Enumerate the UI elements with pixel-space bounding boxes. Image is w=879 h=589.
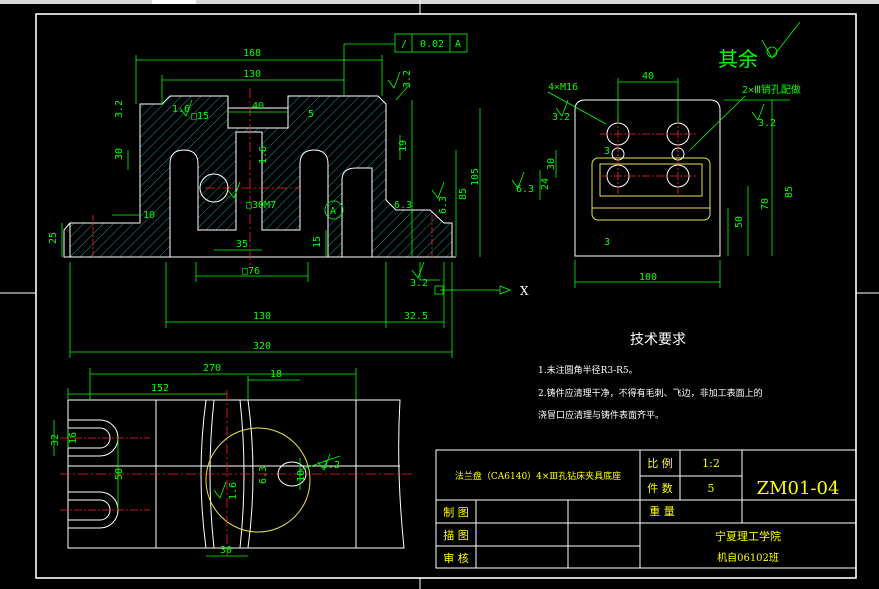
top-hole-circle <box>205 427 311 533</box>
datum-label: A <box>330 206 336 217</box>
title-check-label: 审 核 <box>443 551 469 565</box>
dim-3-2-a: 3.2 <box>114 100 125 118</box>
side-dim-6-3: 6.3 <box>516 184 534 195</box>
dim-30: 30 <box>114 148 125 160</box>
dim-130-bottom: 130 <box>253 311 271 322</box>
dim-19: 19 <box>398 140 409 152</box>
side-dim-3-2-a: 3.2 <box>552 112 570 123</box>
dim-3-2-c: 3.2 <box>410 278 428 289</box>
top-view: 270 152 18 32 16 50 6.3 10 3.2 1.6 30 <box>50 363 412 557</box>
roughness-note: 其余 <box>718 47 758 71</box>
top-dim-152: 152 <box>151 383 169 394</box>
title-block: 法兰盘（CA6140）4×Ⅲ孔钻床夹具底座 比 例 1:2 件 数 5 重 量 … <box>435 449 857 569</box>
side-dim-50: 50 <box>734 216 745 228</box>
top-dim-16: 16 <box>68 432 79 444</box>
dim-32-5: 32.5 <box>404 311 428 322</box>
top-dim-30: 30 <box>220 545 232 556</box>
side-dim-4m16: 4×M16 <box>548 82 578 93</box>
dim-3-2-b: 3.2 <box>402 70 413 88</box>
dim-25: 25 <box>48 232 59 244</box>
dim-1-6-b: 1.6 <box>258 146 269 164</box>
title-class: 机自06102班 <box>717 551 779 564</box>
title-design-label: 描 图 <box>443 528 469 542</box>
toolbar-tab[interactable] <box>152 0 196 4</box>
side-dim-85: 85 <box>784 186 795 198</box>
title-qty-value: 5 <box>708 482 715 495</box>
top-dim-6-3: 6.3 <box>258 466 269 484</box>
dim-15: 15 <box>312 236 323 248</box>
datum-circle <box>324 200 344 220</box>
side-dim-30: 30 <box>546 158 557 170</box>
side-dim-3-2-b: 3.2 <box>758 118 776 129</box>
title-school: 宁夏理工学院 <box>715 529 781 543</box>
technical-requirements: 技术要求 1.未注圆角半径R3-R5。 2.铸件应清理干净，不得有毛刺、飞边，非… <box>538 332 763 421</box>
axis-x-label: X <box>520 284 529 298</box>
title-drawing-name: 法兰盘（CA6140）4×Ⅲ孔钻床夹具底座 <box>455 470 621 482</box>
dim-40: 40 <box>252 101 264 112</box>
tech-req-line-3: 浇冒口应清理与铸件表面齐平。 <box>538 409 664 421</box>
dim-1-6-a: 1.6 <box>172 104 190 115</box>
dim-105: 105 <box>470 168 481 186</box>
dim-6-3: 6.3 <box>394 200 412 211</box>
front-pocket <box>341 167 373 258</box>
tech-req-heading: 技术要求 <box>630 332 686 348</box>
side-note-pin: 2×Ⅲ销孔配做 <box>742 83 801 96</box>
front-slot-left <box>169 131 329 258</box>
dim-5: 5 <box>308 109 314 120</box>
dim-320: 320 <box>253 341 271 352</box>
top-dim-270: 270 <box>203 363 221 374</box>
tolerance-symbol: / <box>401 39 407 50</box>
front-base-flange <box>63 222 71 258</box>
tech-req-line-1: 1.未注圆角半径R3-R5。 <box>538 364 638 376</box>
top-hole-small <box>277 461 307 487</box>
top-outline <box>67 399 405 549</box>
roughness-symbol <box>761 21 801 59</box>
top-dim-18: 18 <box>270 369 282 380</box>
dim-35: 35 <box>236 239 248 250</box>
side-dim-3-a: 3 <box>604 146 610 157</box>
side-dim-3-b: 3 <box>604 237 610 248</box>
title-weight-label: 重 量 <box>649 504 675 518</box>
side-view: 40 4×M16 2×Ⅲ销孔配做 3.2 3.2 30 24 6.3 3 3 5… <box>511 71 801 288</box>
dim-6-3-b: 6.3 <box>438 196 449 214</box>
top-dim-1-6: 1.6 <box>228 482 239 500</box>
dim-168: 168 <box>243 48 261 59</box>
side-outline <box>574 99 721 257</box>
dim-85: 85 <box>458 188 469 200</box>
side-slot-inner <box>599 163 703 197</box>
title-scale-value: 1:2 <box>702 457 720 470</box>
title-drawing-number: ZM01-04 <box>757 478 840 499</box>
side-slot <box>591 157 711 221</box>
drawing-frame <box>35 13 857 579</box>
title-drawn-label: 制 图 <box>443 506 469 519</box>
top-dim-3-2: 3.2 <box>322 460 340 471</box>
dim-10: 10 <box>143 210 155 221</box>
side-dim-70: 70 <box>760 198 771 210</box>
dim-130-top: 130 <box>243 69 261 80</box>
side-dim-100: 100 <box>639 272 657 283</box>
top-dim-10: 10 <box>296 470 307 482</box>
tech-req-line-2: 2.铸件应清理干净，不得有毛刺、飞边，非加工表面上的 <box>538 387 763 399</box>
title-scale-label: 比 例 <box>647 456 673 470</box>
dim-30m7: □30M7 <box>246 200 276 211</box>
front-top-pocket <box>227 107 289 129</box>
front-hole <box>199 173 229 203</box>
side-dim-40: 40 <box>642 71 654 82</box>
title-qty-label: 件 数 <box>647 482 673 495</box>
tolerance-value: 0.02 <box>420 39 444 50</box>
tolerance-datum: A <box>455 39 461 50</box>
front-view: 168 130 40 5 1.6 □15 3.2 3.2 30 19 1.6 □… <box>48 33 529 358</box>
toolbar-strip <box>0 0 879 4</box>
side-dim-24: 24 <box>540 178 551 190</box>
dim-square-76: □76 <box>242 266 260 277</box>
dim-square-15: □15 <box>191 111 209 122</box>
top-dim-50: 50 <box>114 468 125 480</box>
top-dim-32: 32 <box>50 434 61 446</box>
top-bore <box>200 399 254 549</box>
